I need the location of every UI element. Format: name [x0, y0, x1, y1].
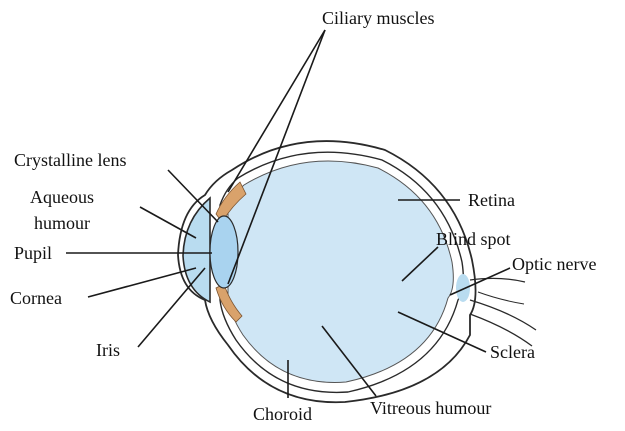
crystalline-lens — [210, 216, 238, 288]
label-pupil: Pupil — [14, 243, 52, 263]
label-vitreous-humour: Vitreous humour — [370, 398, 491, 418]
label-choroid: Choroid — [253, 404, 312, 424]
optic-nerve-inner — [478, 292, 524, 304]
label-crystalline-lens: Crystalline lens — [14, 150, 126, 170]
label-iris: Iris — [96, 340, 120, 360]
label-cornea: Cornea — [10, 288, 62, 308]
label-ciliary-muscles: Ciliary muscles — [322, 8, 434, 28]
leader-cornea — [88, 268, 196, 297]
label-aqueous-line2: humour — [34, 213, 90, 233]
leader-iris — [138, 268, 205, 347]
optic-nerve — [470, 278, 536, 346]
label-aqueous-line1: Aqueous — [30, 187, 94, 207]
label-retina: Retina — [468, 190, 515, 210]
blind-spot-area — [456, 274, 470, 302]
label-sclera: Sclera — [490, 342, 535, 362]
label-optic-nerve: Optic nerve — [512, 254, 596, 274]
label-blind-spot: Blind spot — [436, 229, 511, 249]
